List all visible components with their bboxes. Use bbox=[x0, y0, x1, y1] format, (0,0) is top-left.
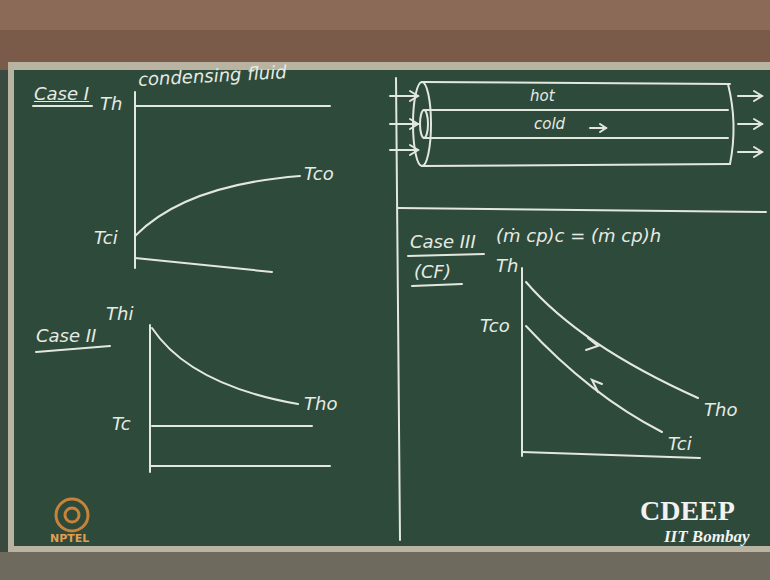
case-heading: Case II bbox=[36, 326, 96, 346]
temperature-label: Tci bbox=[94, 228, 118, 248]
temperature-label: Tho bbox=[704, 400, 737, 420]
temperature-label: Thi bbox=[106, 304, 133, 324]
watermark: CDEEP bbox=[640, 496, 735, 527]
temperature-label: Tco bbox=[304, 164, 334, 184]
fluid-label: cold bbox=[534, 116, 565, 133]
case-heading: Case III bbox=[410, 232, 476, 252]
case-heading: Case I bbox=[34, 84, 89, 104]
temperature-label: Tco bbox=[480, 316, 510, 336]
temperature-label: Th bbox=[496, 256, 518, 276]
temperature-label: Tci bbox=[668, 434, 692, 454]
case-note: (CF) bbox=[414, 262, 451, 282]
logo-text: NPTEL bbox=[50, 533, 89, 545]
temperature-label: Tho bbox=[304, 394, 337, 414]
fluid-label: hot bbox=[530, 88, 555, 105]
temperature-label: Tc bbox=[112, 414, 131, 434]
equation: (ṁ cp)c = (ṁ cp)h bbox=[496, 226, 661, 246]
watermark: IIT Bombay bbox=[664, 528, 749, 547]
temperature-label: Th bbox=[100, 94, 122, 114]
